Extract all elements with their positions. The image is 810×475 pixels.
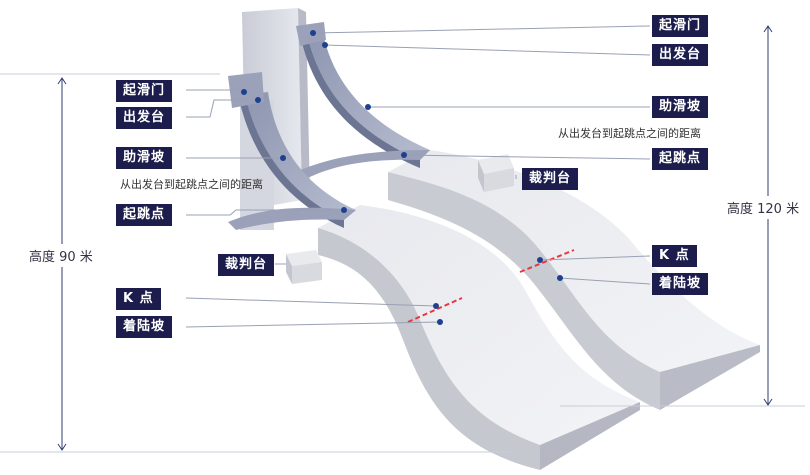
small-hill-k-line: [407, 297, 463, 323]
leader-lines: [185, 25, 651, 328]
small-hill-start-platform-label: 出发台: [116, 107, 173, 129]
small-hill-judges-tower: [286, 250, 322, 284]
small-hill-k-point-label: K 点: [116, 288, 161, 310]
small-hill-judges-tower-label: 裁判台: [218, 254, 275, 276]
large-hill-judges-tower: [478, 154, 514, 192]
large-hill-k-point-label: K 点: [652, 245, 697, 267]
small-hill-height-label: 高度 90 米: [26, 244, 96, 267]
small-hill-landing-slope: [318, 205, 640, 470]
large-hill-inrun-note: 从出发台到起跳点之间的距离: [558, 127, 701, 140]
large-hill-start-gate-label: 起滑门: [652, 15, 709, 37]
large-hill-k-line: [519, 249, 575, 273]
small-hill-inrun-note: 从出发台到起跳点之间的距离: [120, 178, 263, 191]
large-hill-takeoff-label: 起跳点: [652, 148, 709, 170]
large-hill-landing-slope: [388, 150, 760, 410]
small-hill-takeoff-label: 起跳点: [116, 204, 173, 226]
large-hill-judges-tower-label: 裁判台: [522, 168, 579, 190]
large-hill-height-label: 高度 120 米: [724, 196, 803, 219]
large-hill-inrun-label: 助滑坡: [652, 96, 709, 118]
large-hill-start-platform-label: 出发台: [652, 44, 709, 66]
small-hill-inrun-label: 助滑坡: [116, 147, 173, 169]
markers: [241, 30, 563, 325]
small-hill-start-gate-label: 起滑门: [116, 80, 173, 102]
large-hill-landing-slope-label: 着陆坡: [652, 273, 709, 295]
small-hill-landing-slope-label: 着陆坡: [116, 316, 173, 338]
